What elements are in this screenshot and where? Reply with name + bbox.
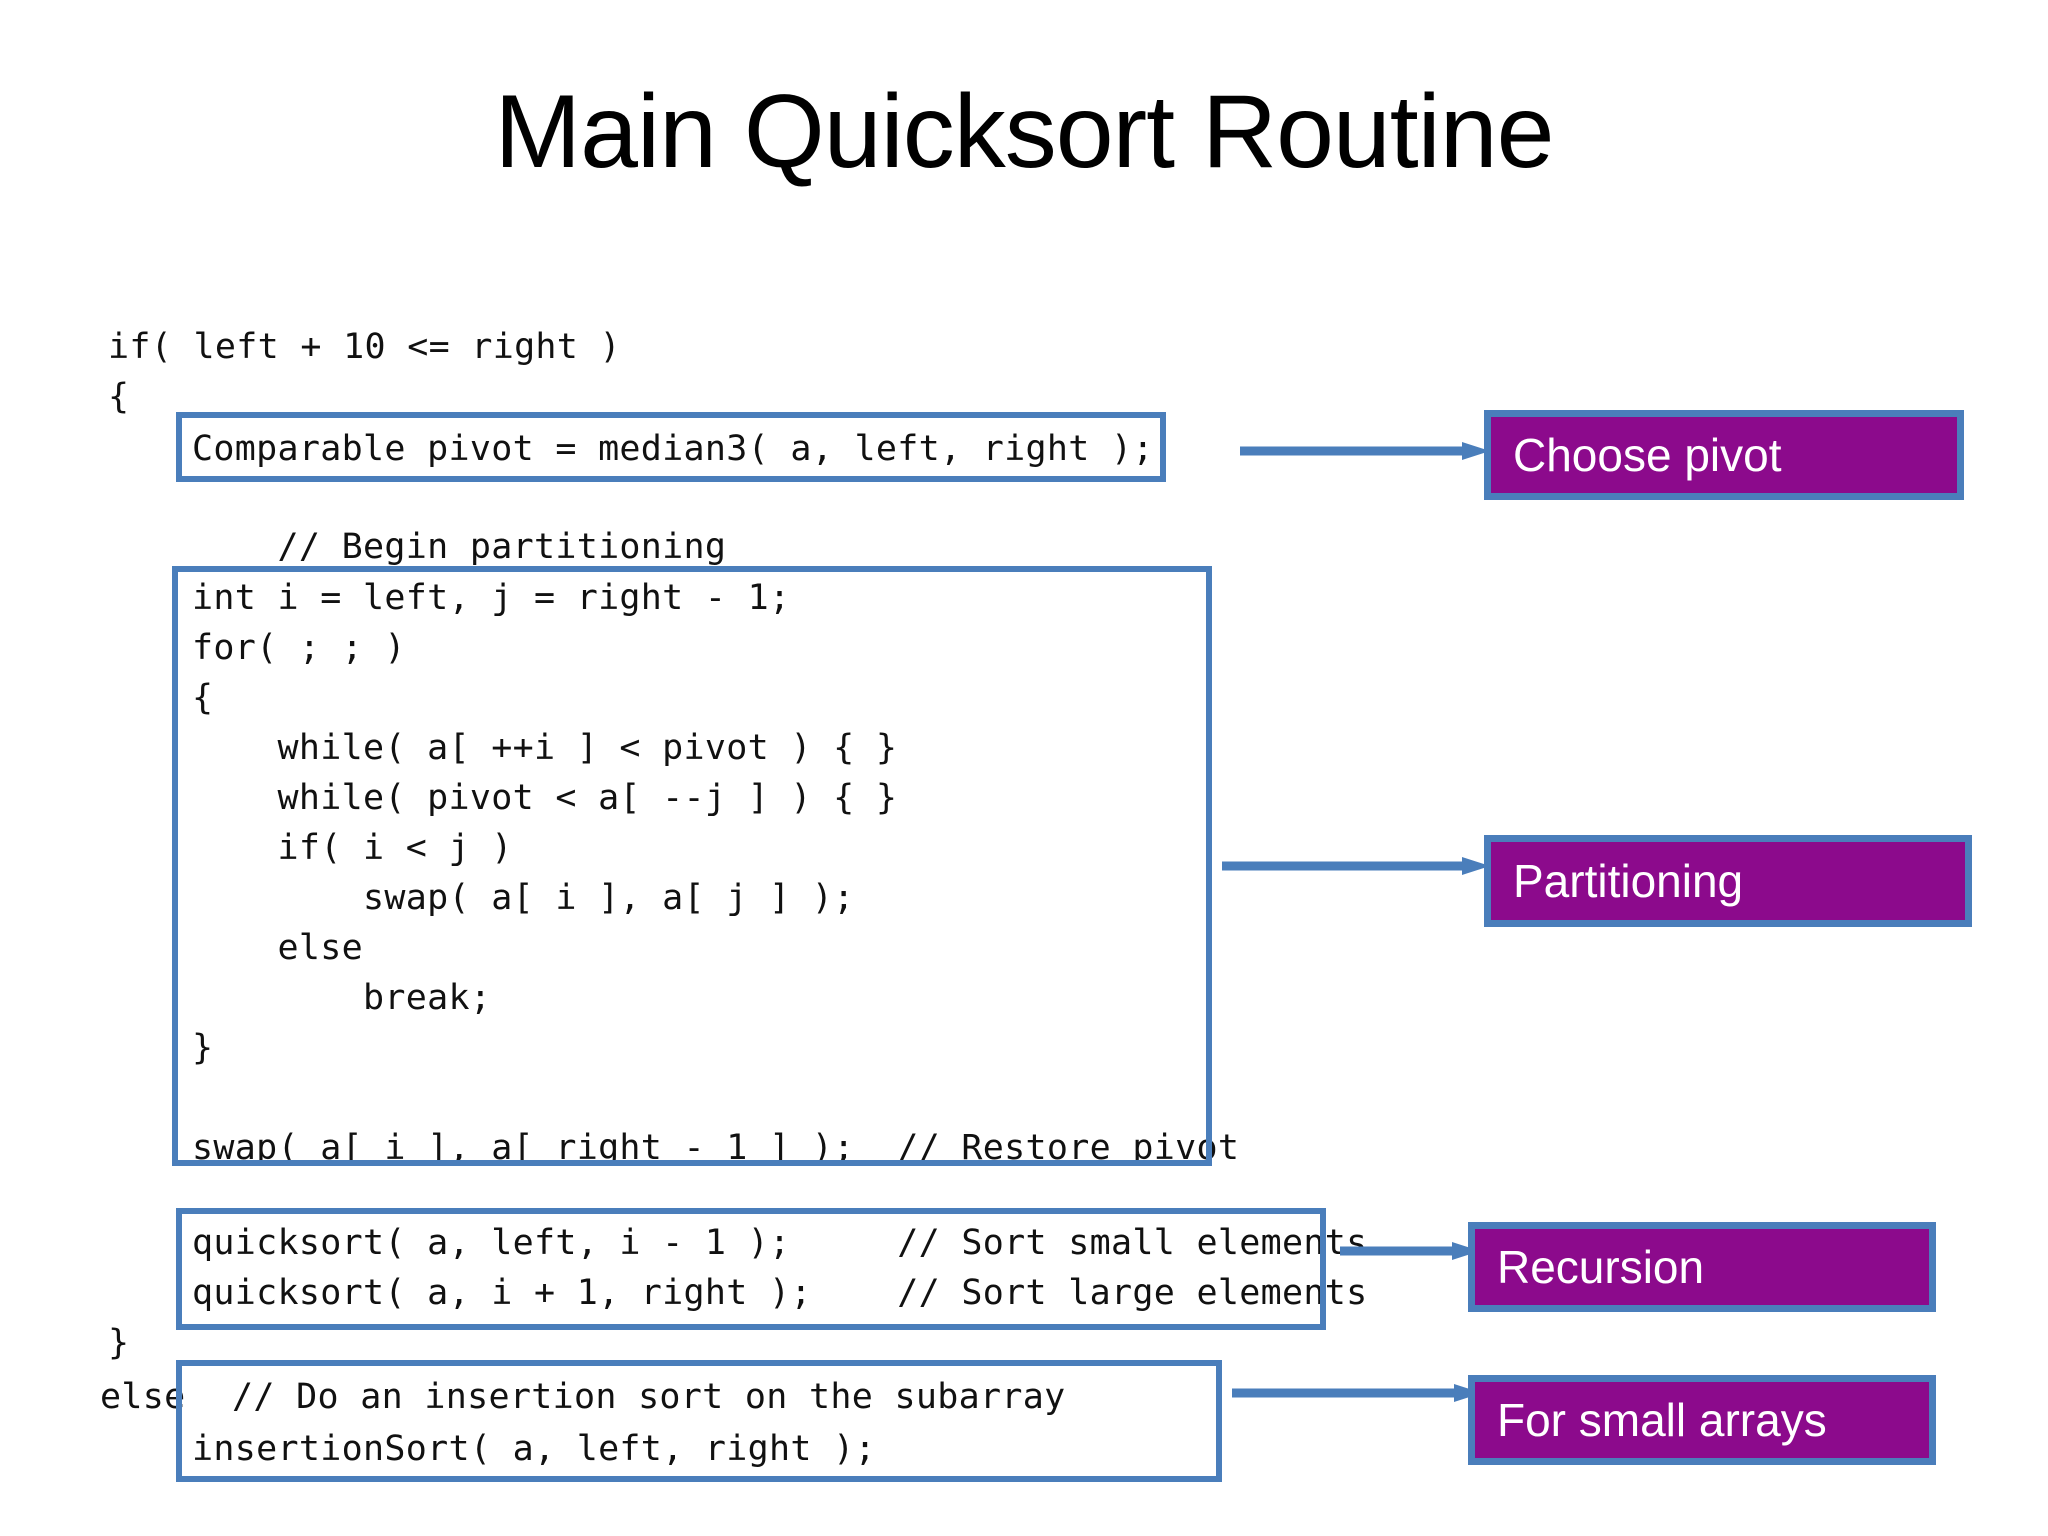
highlight-box-partitioning — [172, 566, 1212, 1166]
code-line-if: if( left + 10 <= right ) — [108, 327, 621, 367]
code-comment-begin-partitioning: // Begin partitioning — [192, 527, 727, 567]
arrow-to-small-arrays — [1232, 1382, 1482, 1404]
callout-choose-pivot-label: Choose pivot — [1513, 429, 1782, 481]
highlight-box-recursion — [176, 1208, 1326, 1330]
code-line-open-brace: { — [108, 377, 130, 417]
code-partition-text: int i = left, j = right - 1; for( ; ; ) … — [192, 578, 1240, 1168]
callout-partitioning-label: Partitioning — [1513, 855, 1744, 907]
highlight-box-choose-pivot — [176, 412, 1166, 482]
code-line-close-brace: } — [108, 1323, 130, 1363]
callout-choose-pivot[interactable]: Choose pivot — [1484, 410, 1964, 500]
callout-recursion-label: Recursion — [1497, 1241, 1705, 1293]
code-line-choose-pivot: Comparable pivot = median3( a, left, rig… — [192, 429, 1154, 469]
code-block-recursion: quicksort( a, left, i - 1 ); // Sort sma… — [192, 1218, 1367, 1318]
page-title: Main Quicksort Routine — [494, 74, 1555, 190]
code-line-insertion-sort: insertionSort( a, left, right ); — [192, 1429, 876, 1469]
callout-for-small-arrays-label: For small arrays — [1497, 1394, 1827, 1446]
code-comment-insertion-sort: // Do an insertion sort on the subarray — [232, 1377, 1066, 1417]
callout-recursion[interactable]: Recursion — [1468, 1222, 1936, 1312]
code-keyword-else: else — [100, 1377, 186, 1417]
code-recursion-text: quicksort( a, left, i - 1 ); // Sort sma… — [192, 1223, 1368, 1313]
arrow-to-partitioning — [1222, 855, 1490, 877]
arrow-to-choose-pivot — [1240, 440, 1490, 462]
highlight-box-small-arrays — [176, 1360, 1222, 1482]
code-block-partitioning: int i = left, j = right - 1; for( ; ; ) … — [192, 573, 1239, 1173]
callout-partitioning[interactable]: Partitioning — [1484, 835, 1972, 927]
callout-for-small-arrays[interactable]: For small arrays — [1468, 1375, 1936, 1465]
arrow-to-recursion — [1340, 1240, 1480, 1262]
